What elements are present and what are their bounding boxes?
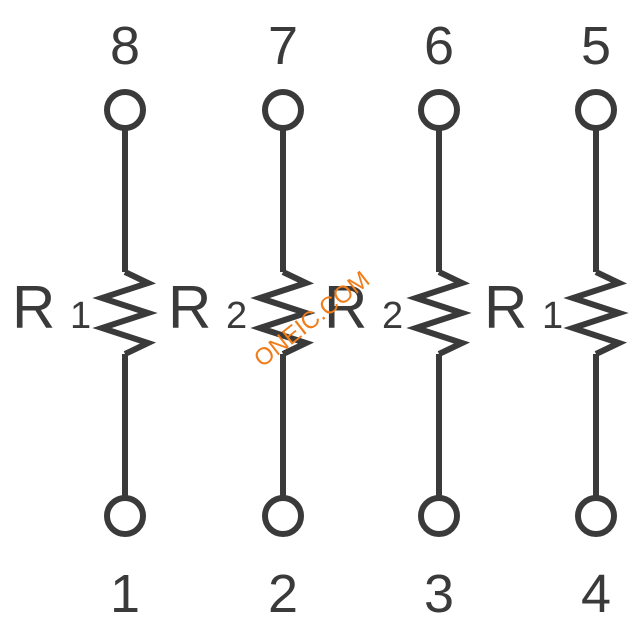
- resistor-label: R: [484, 274, 527, 341]
- top-pin-terminal: [418, 89, 460, 131]
- resistor-label-subscript: 2: [382, 295, 403, 337]
- bottom-pin-number: 2: [268, 564, 298, 624]
- bottom-pin-terminal: [418, 495, 460, 537]
- resistor-label-subscript: 1: [542, 295, 563, 337]
- top-pin-number: 5: [581, 16, 611, 76]
- resistor-zigzag: [406, 269, 472, 357]
- bottom-pin-terminal: [104, 495, 146, 537]
- resistor-zigzag: [92, 269, 158, 357]
- resistor-column-1: 8 1 R 1: [12, 16, 158, 624]
- bottom-pin-number: 1: [110, 564, 140, 624]
- top-pin-number: 7: [268, 16, 298, 76]
- resistor-label: R: [324, 274, 367, 341]
- bottom-pin-terminal: [575, 495, 617, 537]
- resistor-column-3: 6 3 R 2: [324, 16, 472, 624]
- bottom-pin-number: 3: [424, 564, 454, 624]
- top-pin-number: 8: [110, 16, 140, 76]
- resistor-zigzag: [250, 269, 316, 357]
- top-pin-number: 6: [424, 16, 454, 76]
- top-pin-terminal: [104, 89, 146, 131]
- resistor-label: R: [168, 274, 211, 341]
- resistor-label: R: [12, 274, 55, 341]
- resistor-column-2: 7 2 R 2: [168, 16, 316, 624]
- bottom-pin-number: 4: [581, 564, 611, 624]
- bottom-pin-terminal: [262, 495, 304, 537]
- resistor-label-subscript: 1: [70, 295, 91, 337]
- top-pin-terminal: [262, 89, 304, 131]
- top-pin-terminal: [575, 89, 617, 131]
- resistor-zigzag: [563, 269, 629, 357]
- resistor-column-4: 5 4 R 1: [484, 16, 629, 624]
- resistor-label-subscript: 2: [226, 295, 247, 337]
